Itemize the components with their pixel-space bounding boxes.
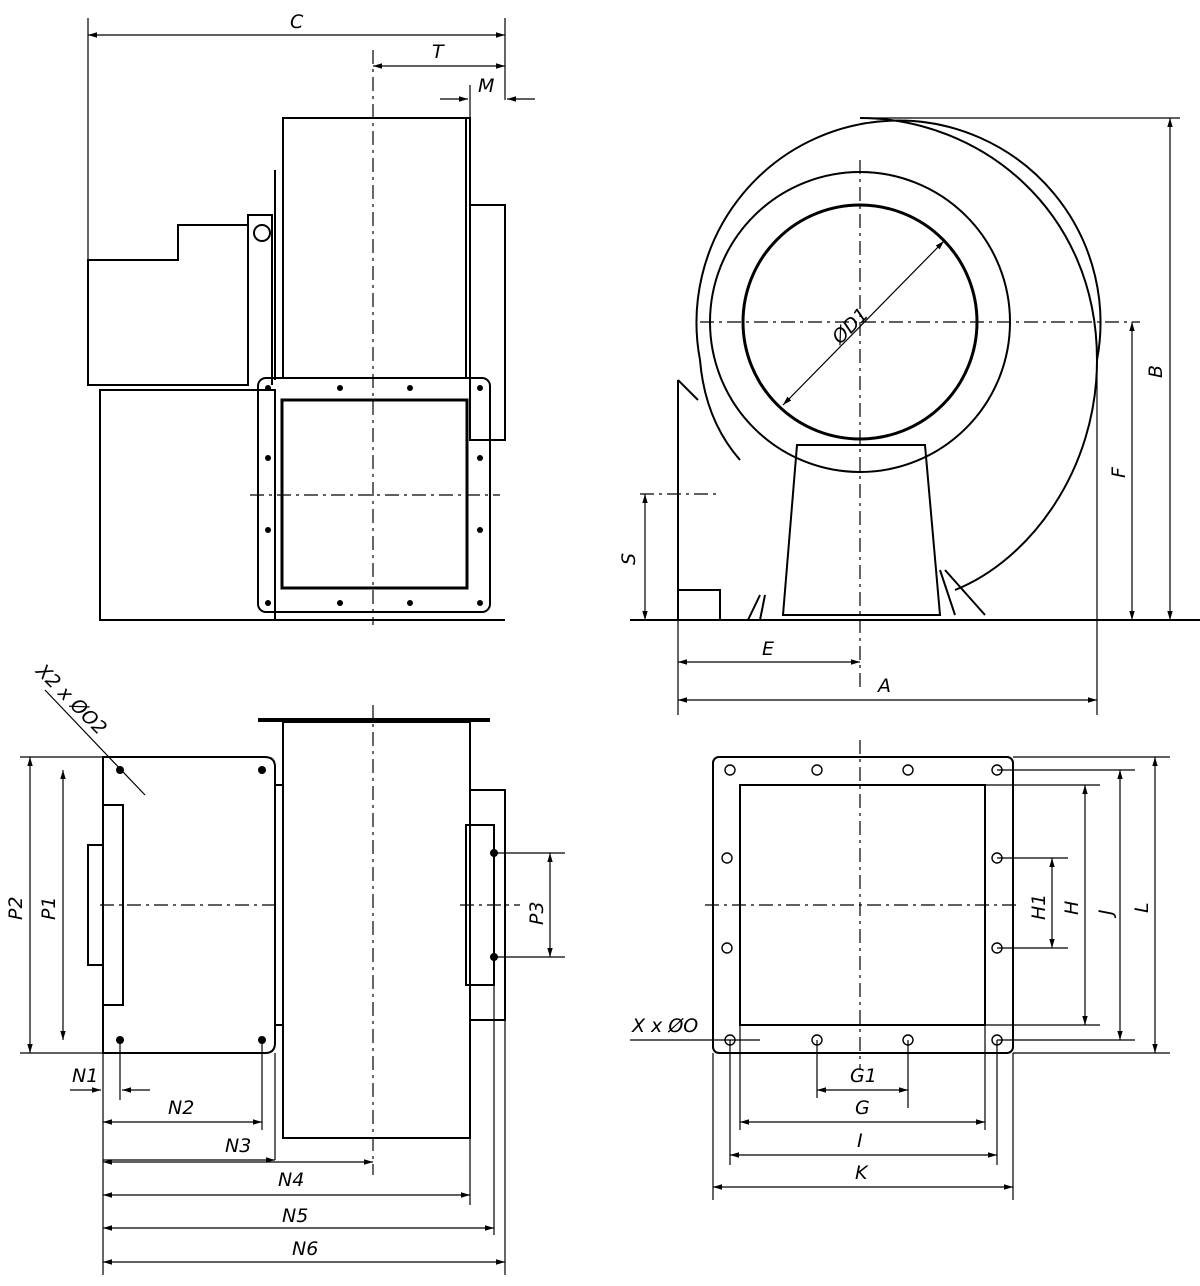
dim-N3: N3 [225, 1135, 251, 1157]
dim-N4: N4 [278, 1169, 304, 1191]
dim-X: X x ØO [631, 1015, 698, 1037]
dim-S: S [618, 553, 640, 565]
dim-N1: N1 [72, 1065, 98, 1087]
dim-A: A [876, 675, 891, 697]
dim-P2: P2 [5, 896, 27, 920]
dim-B: B [1145, 365, 1167, 378]
dim-N2: N2 [168, 1097, 194, 1119]
dim-N6: N6 [292, 1238, 318, 1260]
flange-holes [265, 385, 483, 606]
dim-T: T [432, 41, 445, 63]
dim-D1: ØD1 [827, 304, 873, 350]
dim-L: L [1131, 902, 1153, 913]
dim-J: J [1095, 909, 1117, 919]
dim-P1: P1 [38, 896, 60, 920]
side-view-top: C T M [87, 11, 535, 625]
dim-I: I [857, 1130, 863, 1152]
dim-P3: P3 [526, 901, 548, 925]
dim-F: F [1108, 466, 1130, 478]
dim-H1: H1 [1028, 894, 1050, 920]
dim-H: H [1061, 901, 1083, 915]
dim-K: K [855, 1162, 869, 1184]
dim-G: G [855, 1097, 870, 1119]
flange-view: H1 H J L X x ØO G1 G I K [630, 740, 1170, 1200]
dim-N5: N5 [282, 1205, 308, 1227]
dim-M: M [478, 75, 494, 97]
dim-E: E [762, 638, 774, 660]
dim-X2: X2 x ØO2 [31, 659, 111, 739]
dim-C: C [290, 11, 304, 33]
top-view: P2 P1 P3 X2 x ØO2 N1 N2 N3 N4 N5 N6 [5, 659, 565, 1275]
front-view: ØD1 B F S E A [618, 117, 1200, 715]
dim-G1: G1 [850, 1065, 877, 1087]
